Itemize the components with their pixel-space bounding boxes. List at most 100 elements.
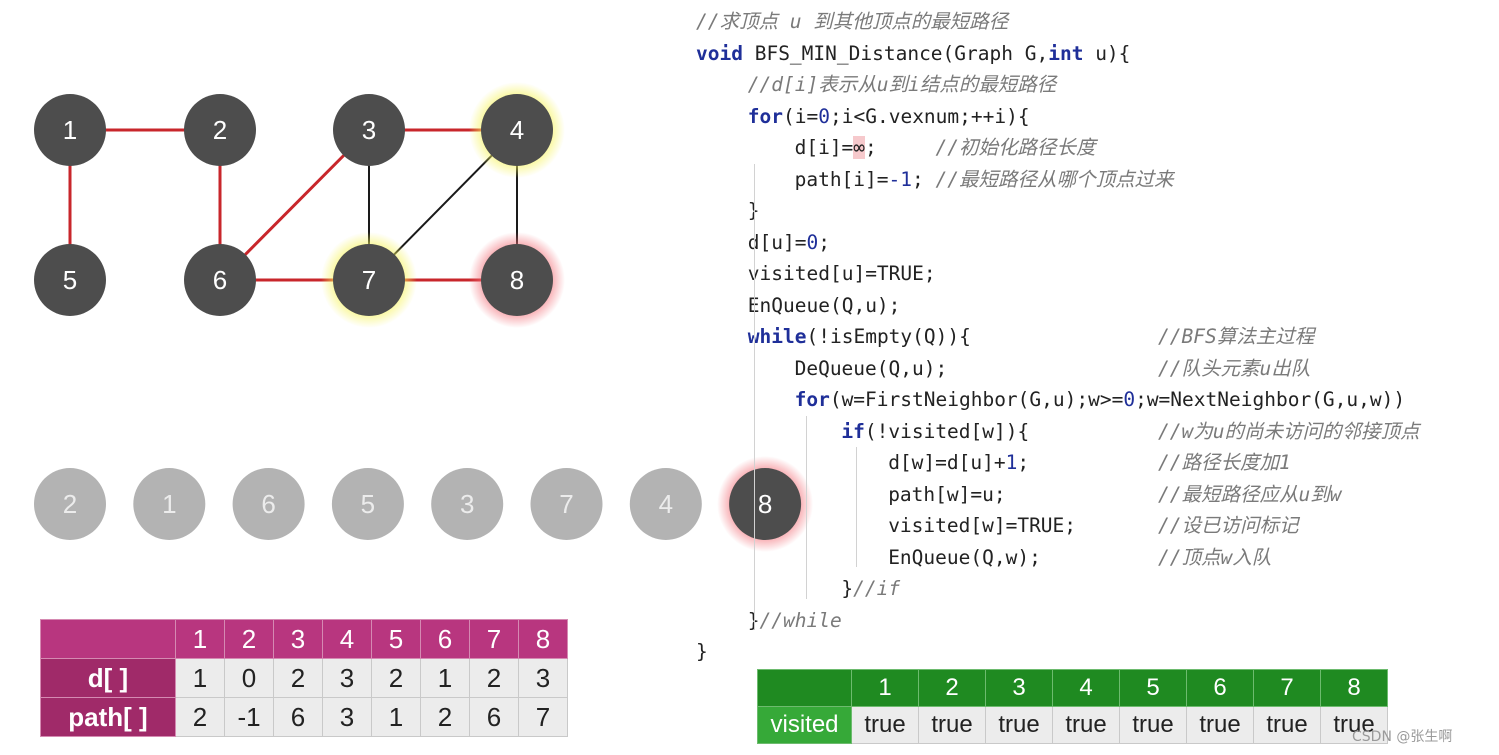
visited-header-cell: 6 xyxy=(1186,669,1254,707)
indent-guide xyxy=(856,447,857,567)
queue-item-circle xyxy=(629,468,702,540)
dp-value-cell: 1 xyxy=(420,658,470,698)
code-line: //d[i]表示从u到i结点的最短路径 xyxy=(748,69,1056,100)
code-line: DeQueue(Q,u); xyxy=(795,353,948,384)
dp-header-cell: 2 xyxy=(224,619,274,659)
code-side-comment: //路径长度加1 xyxy=(1158,451,1291,474)
node-label: 3 xyxy=(362,115,376,145)
dp-header-cell: 6 xyxy=(420,619,470,659)
code-token: (i= xyxy=(783,104,819,128)
queue-item-circle xyxy=(133,468,206,540)
code-token: ; xyxy=(818,230,830,254)
visited-value-cell: true xyxy=(1119,706,1187,744)
node-circle xyxy=(184,94,256,166)
dp-value-cell: 2 xyxy=(469,658,519,698)
dp-header-cell: 7 xyxy=(469,619,519,659)
dp-header-cell: 8 xyxy=(518,619,568,659)
dp-value-cell: 6 xyxy=(273,697,323,737)
dp-value-cell: 6 xyxy=(469,697,519,737)
queue-item-circle xyxy=(34,468,106,540)
code-token: if xyxy=(841,419,865,443)
visited-header-cell: 5 xyxy=(1119,669,1187,707)
code-line: EnQueue(Q,w); xyxy=(888,542,1041,573)
code-token: for xyxy=(794,388,830,411)
dp-value-cell: 1 xyxy=(371,697,421,737)
code-line: for(w=FirstNeighbor(G,u);w>=0;w=NextNeig… xyxy=(795,384,1406,415)
visited-value-cell: true xyxy=(1253,706,1321,744)
code-token: } xyxy=(747,608,760,632)
indent-guide xyxy=(754,163,755,630)
code-line: path[i]=-1; //最短路径从哪个顶点过来 xyxy=(795,164,1174,195)
queue-item-label: 4 xyxy=(659,489,673,519)
visited-value-cell: true xyxy=(985,706,1053,744)
code-token: } xyxy=(841,577,854,600)
dp-value-cell: 2 xyxy=(175,697,225,737)
code-token: u){ xyxy=(1083,41,1131,65)
visited-corner-cell xyxy=(757,669,852,707)
queue-item-6: 7 xyxy=(530,468,603,540)
code-token: (!isEmpty(Q)){ xyxy=(806,325,971,348)
code-token: void xyxy=(696,41,743,65)
graph-node-8: 8 xyxy=(469,232,565,328)
code-token: ; xyxy=(912,167,936,191)
dp-header-cell: 3 xyxy=(273,619,323,659)
code-token: (!visited[w]){ xyxy=(864,419,1030,443)
code-line: for(i=0;i<G.vexnum;++i){ xyxy=(748,101,1030,132)
graph-node-2: 2 xyxy=(184,94,256,166)
visited-header-cell: 7 xyxy=(1253,669,1321,707)
graph-node-3: 3 xyxy=(333,94,405,166)
queue-item-label: 7 xyxy=(559,489,573,519)
code-token: //最短路径从哪个顶点过来 xyxy=(935,167,1174,191)
code-token: ;i<G.vexnum;++i){ xyxy=(830,104,1030,128)
code-line: visited[w]=TRUE; xyxy=(888,510,1076,541)
dp-value-cell: 1 xyxy=(175,658,225,698)
dp-value-cell: 7 xyxy=(518,697,568,737)
code-token: for xyxy=(747,104,784,128)
node-label: 2 xyxy=(213,115,227,145)
code-token: 0 xyxy=(806,230,819,254)
node-circle xyxy=(333,94,405,166)
visited-value-cell: true xyxy=(1052,706,1120,744)
node-circle xyxy=(34,244,106,316)
code-line: d[i]=∞; //初始化路径长度 xyxy=(794,132,1096,163)
visited-header-cell: 4 xyxy=(1052,669,1120,707)
code-token: EnQueue(Q,u); xyxy=(747,293,901,317)
code-line: while(!isEmpty(Q)){ xyxy=(748,321,971,352)
watermark: CSDN @张生啊 xyxy=(1352,729,1453,745)
dp-header-cell: 4 xyxy=(322,619,372,659)
code-token: d[w]=d[u]+ xyxy=(888,451,1006,474)
code-token: 1 xyxy=(1005,451,1018,474)
code-line: }//while xyxy=(748,605,842,636)
code-line: } xyxy=(748,195,760,226)
dp-corner-cell xyxy=(40,619,176,659)
code-token: d[u]= xyxy=(747,230,807,254)
queue-item-circle xyxy=(232,468,305,540)
node-circle xyxy=(333,244,405,316)
code-line: if(!visited[w]){ xyxy=(841,416,1029,447)
code-token: BFS_MIN_Distance(Graph G, xyxy=(742,41,1049,65)
node-label: 8 xyxy=(510,265,524,295)
code-token: ;w=NextNeighbor(G,u,w)) xyxy=(1135,388,1406,411)
code-line: EnQueue(Q,u); xyxy=(748,290,901,321)
queue-item-circle xyxy=(729,468,802,540)
visited-value-cell: true xyxy=(1186,706,1254,744)
code-side-comment: //队头元素u出队 xyxy=(1158,356,1311,380)
code-token: //求顶点 u 到其他顶点的最短路径 xyxy=(696,10,1009,33)
dp-value-cell: 0 xyxy=(224,658,274,698)
visited-value-cell: true xyxy=(1320,706,1388,744)
queue-item-circle xyxy=(530,468,603,540)
graph-node-7: 7 xyxy=(321,232,417,328)
dp-value-cell: 2 xyxy=(371,658,421,698)
code-token: //d[i]表示从u到i结点的最短路径 xyxy=(747,73,1057,96)
code-token: //初始化路径长度 xyxy=(935,136,1096,159)
code-token: d[i]= xyxy=(794,136,854,159)
node-label: 5 xyxy=(63,265,77,295)
code-token: //if xyxy=(853,577,901,600)
visited-header-cell: 3 xyxy=(985,669,1053,707)
code-line: path[w]=u; xyxy=(888,479,1005,510)
dp-value-cell: 3 xyxy=(322,697,372,737)
node-label: 1 xyxy=(63,115,77,145)
node-circle xyxy=(184,244,256,316)
